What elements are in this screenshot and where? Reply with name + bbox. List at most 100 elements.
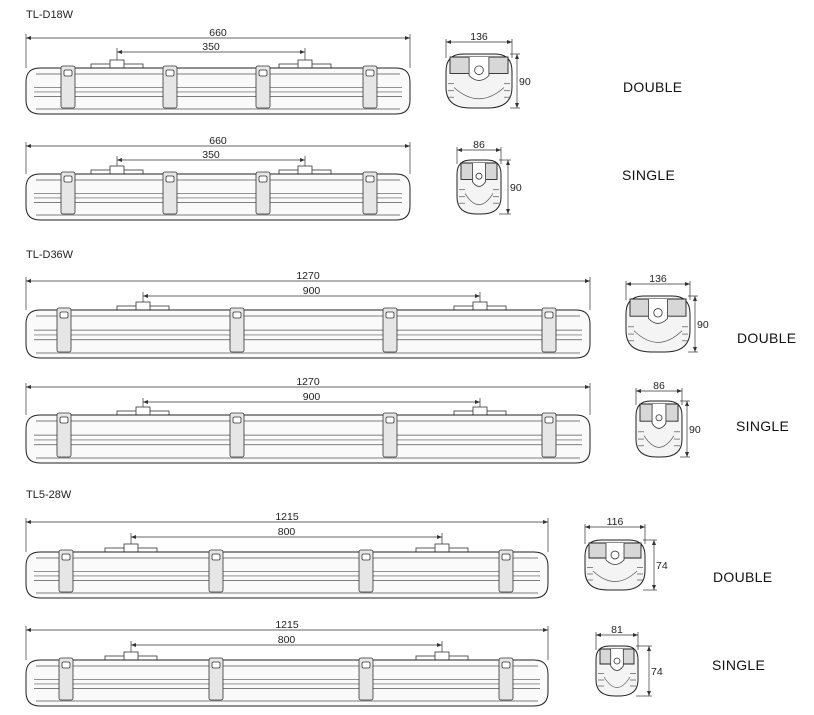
length-dimension-1-arrow-right <box>405 36 410 40</box>
latch-clip-5-2 <box>208 549 224 593</box>
width-value-2: 86 <box>473 139 485 151</box>
mount-dimension-3-arrow-right <box>475 294 480 298</box>
end-lamp-circle-1 <box>474 65 484 75</box>
end-diffuser-curve-5 <box>592 570 638 582</box>
latch-clip-1-4 <box>362 65 378 109</box>
latch-clip-head-2-1 <box>63 175 73 183</box>
latch-clip-head-6-3 <box>361 661 371 669</box>
width-dimension-4-arrow-right <box>677 389 682 393</box>
fixture-housing-2 <box>25 173 411 221</box>
mount-dimension-4-arrow-left <box>143 400 148 404</box>
latch-clip-head-6-2 <box>211 661 221 669</box>
width-dimension-2-arrow-right <box>496 148 501 152</box>
length-dimension-4-arrow-left <box>26 385 31 389</box>
length-value-4: 1270 <box>296 376 320 388</box>
mount-value-2: 350 <box>202 149 220 161</box>
height-value-6: 74 <box>651 666 663 678</box>
type-label-row-2: SINGLE <box>622 167 675 183</box>
latch-clip-4-1 <box>56 412 72 458</box>
latch-clip-head-1-3 <box>258 69 268 77</box>
latch-clip-head-2-2 <box>165 175 175 183</box>
end-diffuser-curve-2 <box>464 193 494 206</box>
mount-value-1: 350 <box>202 41 220 53</box>
latch-clip-5-3 <box>358 549 374 593</box>
width-dimension-3-arrow-right <box>685 282 690 286</box>
latch-clip-head-5-2 <box>211 553 221 561</box>
mount-dimension-1-arrow-left <box>117 50 122 54</box>
latch-clip-head-1-1 <box>63 69 73 77</box>
length-dimension-5-arrow-right <box>543 520 548 524</box>
mount-dimension-1-arrow-right <box>300 50 305 54</box>
height-dimension-4-arrow-bottom <box>685 452 689 457</box>
latch-clip-head-3-1 <box>59 311 69 319</box>
mount-dimension-2-arrow-right <box>300 158 305 162</box>
height-value-5: 74 <box>656 560 668 572</box>
latch-clip-3-4 <box>541 307 557 353</box>
length-value-3: 1270 <box>296 270 320 282</box>
latch-clip-1-2 <box>162 65 178 109</box>
length-dimension-1-arrow-left <box>26 36 31 40</box>
end-lamp-circle-2 <box>475 172 483 180</box>
end-lamp-recess-1 <box>468 57 490 81</box>
width-dimension-4-arrow-left <box>636 389 641 393</box>
latch-clip-6-2 <box>208 657 224 701</box>
latch-clip-head-4-2 <box>232 416 242 424</box>
end-lamp-recess-4 <box>651 404 667 429</box>
latch-clip-6-4 <box>498 657 514 701</box>
latch-clip-head-6-4 <box>501 661 511 669</box>
mount-value-5: 800 <box>278 526 296 538</box>
latch-clip-head-3-3 <box>385 311 395 319</box>
end-lamp-circle-4 <box>655 414 663 422</box>
mount-dimension-4-arrow-right <box>475 400 480 404</box>
latch-clip-5-4 <box>498 549 514 593</box>
end-lamp-recess-6 <box>610 649 624 671</box>
height-dimension-1-arrow-bottom <box>515 103 519 108</box>
end-diffuser-curve-1 <box>453 87 505 100</box>
fixture-end-view-3: 136 90 <box>625 273 709 353</box>
type-label-row-5: DOUBLE <box>713 569 772 585</box>
height-dimension-5-arrow-bottom <box>652 585 656 590</box>
latch-clip-head-3-4 <box>544 311 554 319</box>
end-diffuser-curve-4 <box>643 435 675 448</box>
latch-clip-2-3 <box>255 171 271 215</box>
end-lamp-circle-6 <box>613 657 621 665</box>
fixture-housing-5 <box>25 551 549 599</box>
length-dimension-3-arrow-left <box>26 279 31 283</box>
width-value-1: 136 <box>470 31 488 43</box>
height-value-3: 90 <box>697 319 709 331</box>
width-value-4: 86 <box>653 380 665 392</box>
latch-clip-3-1 <box>56 307 72 353</box>
length-value-2: 660 <box>209 135 227 147</box>
latch-clip-3-2 <box>229 307 245 353</box>
latch-clip-1-1 <box>60 65 76 109</box>
model-title-tl5-28w: TL5-28W <box>26 489 72 501</box>
type-label-row-3: DOUBLE <box>737 330 796 346</box>
width-dimension-6-arrow-left <box>596 633 601 637</box>
height-dimension-2-arrow-bottom <box>506 209 510 214</box>
latch-clip-head-1-2 <box>165 69 175 77</box>
length-dimension-2-arrow-left <box>26 144 31 148</box>
height-dimension-6-arrow-top <box>647 646 651 651</box>
latch-clip-4-4 <box>541 412 557 458</box>
length-dimension-6-arrow-right <box>543 628 548 632</box>
height-dimension-4-arrow-top <box>685 401 689 406</box>
model-title-tl-d18w: TL-D18W <box>26 9 74 21</box>
latch-clip-head-5-4 <box>501 553 511 561</box>
height-dimension-5-arrow-top <box>652 540 656 545</box>
latch-clip-4-2 <box>229 412 245 458</box>
width-value-3: 136 <box>649 273 667 285</box>
end-diffuser-curve-3 <box>633 330 683 343</box>
latch-clip-2-4 <box>362 171 378 215</box>
latch-clip-4-3 <box>382 412 398 458</box>
fixture-housing-3 <box>25 309 591 359</box>
mount-dimension-6-arrow-left <box>131 643 136 647</box>
height-dimension-6-arrow-bottom <box>647 691 651 696</box>
width-dimension-1-arrow-left <box>446 40 451 44</box>
